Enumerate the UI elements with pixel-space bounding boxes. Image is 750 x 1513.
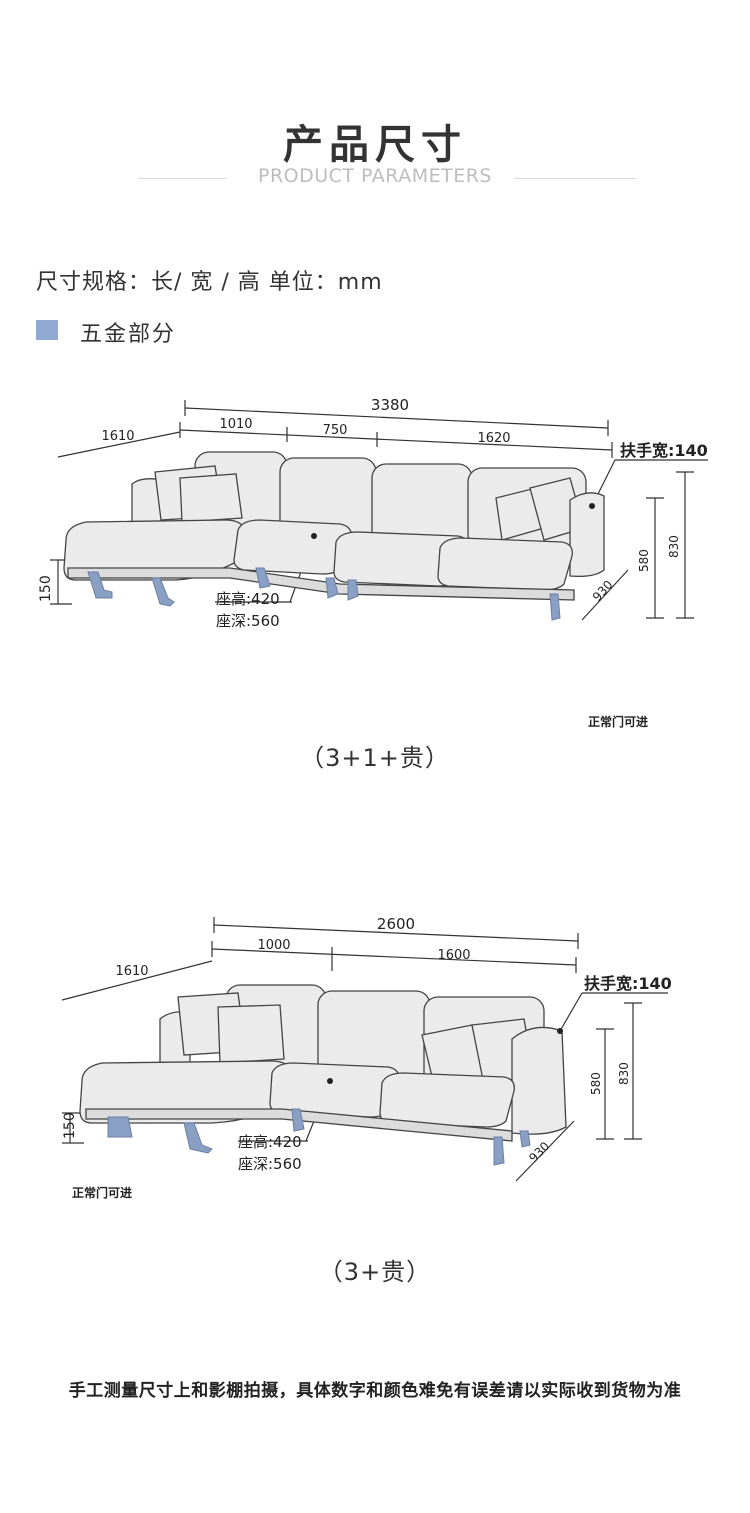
arm-height-2: 580 (589, 1072, 603, 1095)
footer-disclaimer: 手工测量尺寸上和影棚拍摄，具体数字和颜色难免有误差请以实际收到货物为准 (68, 1381, 682, 1401)
title-divider-left (138, 178, 226, 179)
door-note-2: 正常门可进 (72, 1185, 132, 1200)
seat-depth-2: 座深:560 (238, 1155, 302, 1173)
armrest-width-1: 扶手宽:140 (620, 441, 708, 460)
section-label: 五金部分 (80, 322, 177, 347)
dim-line-left-2 (61, 960, 213, 1001)
arm-height-1: 580 (637, 549, 651, 572)
title-divider-right (514, 178, 636, 179)
dim-total-width-2: 2600 (377, 915, 415, 933)
dim-seg2-1: 750 (323, 423, 348, 438)
dim-line-total-1 (184, 407, 609, 429)
dim-line-segments-2 (211, 948, 577, 966)
leg-height-1: 150 (38, 575, 54, 602)
dim-seg2-2: 1600 (437, 948, 470, 963)
dim-left-width-1: 1610 (101, 429, 134, 444)
page-title: 产品尺寸 (283, 122, 467, 168)
leg-height-2: 150 (62, 1112, 78, 1139)
depth-1: 930 (590, 578, 616, 604)
dim-total-width-1: 3380 (371, 396, 409, 414)
total-height-2: 830 (617, 1062, 631, 1085)
dim-line-segments-1 (179, 429, 613, 451)
dim-seg1-1: 1010 (219, 417, 252, 432)
section-marker (36, 320, 58, 340)
page-subtitle: PRODUCT PARAMETERS (257, 165, 492, 187)
armrest-width-2: 扶手宽:140 (584, 974, 672, 993)
sofa-diagram-1: 3380 1610 1010 750 1620 扶手宽:140 座高:420 座… (38, 396, 708, 729)
seat-depth-1: 座深:560 (216, 612, 280, 630)
dim-seg3-1: 1620 (477, 431, 510, 446)
seat-height-1: 座高:420 (216, 590, 280, 608)
dim-line-left-1 (57, 431, 181, 458)
caption-config-1: （3+1+贵） (300, 744, 450, 772)
seat-height-2: 座高:420 (238, 1133, 302, 1151)
dim-seg1-2: 1000 (257, 938, 290, 953)
dim-line-total-2 (213, 924, 579, 942)
sofa-diagram-2: 2600 1610 1000 1600 扶手宽:140 座高:420 座深:56… (61, 915, 672, 1200)
spec-line: 尺寸规格：长/ 宽 / 高 单位：mm (36, 270, 383, 295)
total-height-1: 830 (667, 535, 681, 558)
dim-left-width-2: 1610 (115, 964, 148, 979)
door-note-1: 正常门可进 (588, 714, 648, 729)
caption-config-2: （3+贵） (318, 1258, 432, 1286)
